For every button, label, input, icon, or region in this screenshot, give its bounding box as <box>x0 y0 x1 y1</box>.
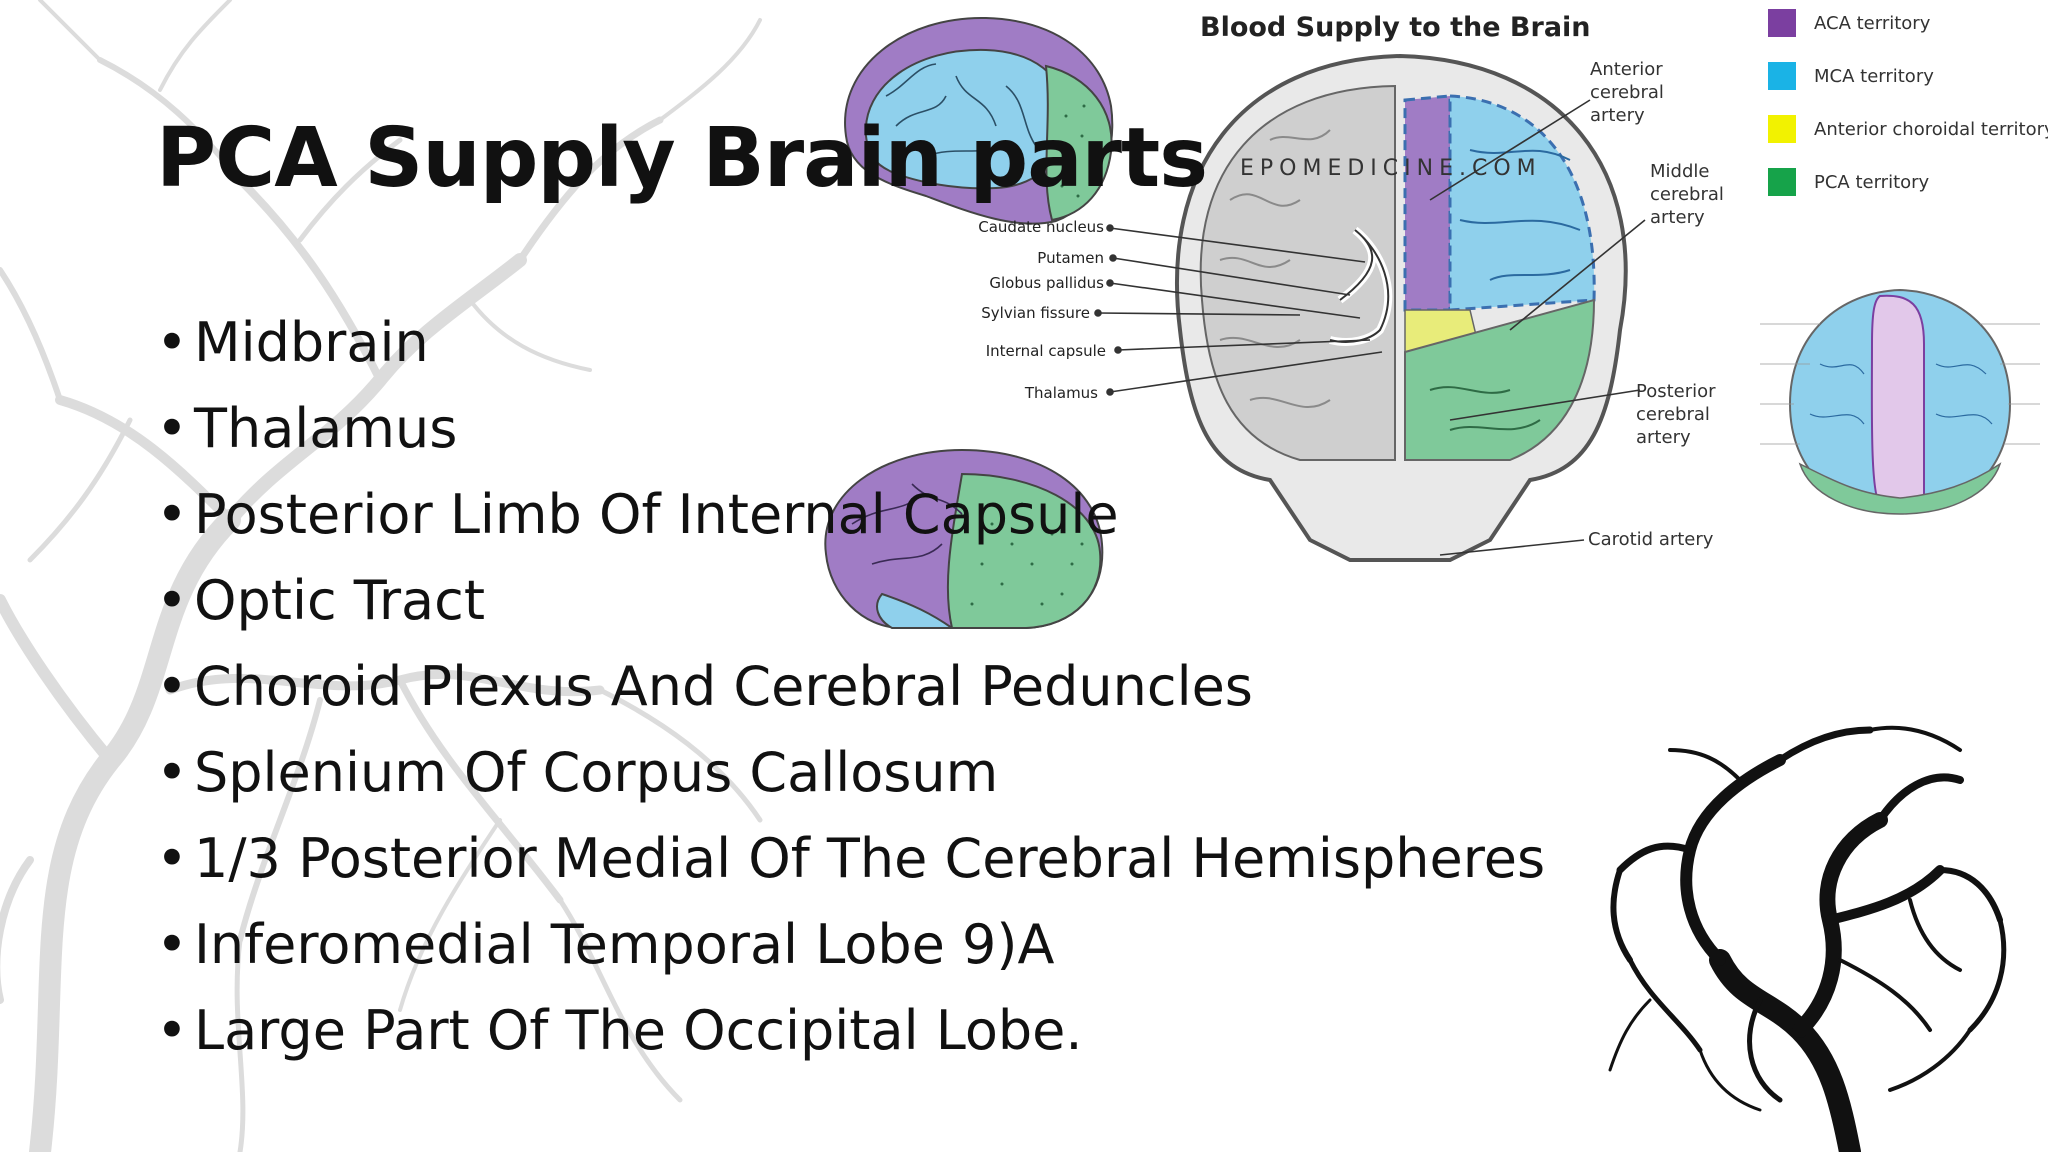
bullet-text: Midbrain <box>194 311 429 374</box>
label-globus-pallidus: Globus pallidus <box>989 274 1104 292</box>
bullet-glyph: • <box>156 483 188 546</box>
head-silhouette-icon <box>1608 725 2007 1152</box>
legend-swatch-mca <box>1768 62 1796 90</box>
label-sylvian-fissure: Sylvian fissure <box>981 304 1090 322</box>
label-anterior-cerebral-artery: Anterior cerebral artery <box>1590 59 1664 126</box>
medial-brain-view <box>824 448 1104 629</box>
bullet-glyph: • <box>156 827 188 890</box>
bullet-text: Thalamus <box>194 397 458 460</box>
bullet-item: •Optic Tract <box>156 558 1545 644</box>
legend-swatch-pca <box>1768 168 1796 196</box>
label-caudate-nucleus: Caudate nucleus <box>978 218 1104 236</box>
legend-label-pca: PCA territory <box>1814 171 1930 193</box>
coronal-section-diagram <box>1094 53 1646 562</box>
bullet-text: Optic Tract <box>194 569 486 632</box>
bullet-glyph: • <box>156 397 188 460</box>
legend-item-anterior-choroidal: Anterior choroidal territory <box>1768 115 2048 143</box>
bullet-glyph: • <box>156 569 188 632</box>
lateral-brain-view <box>844 16 1114 225</box>
bullet-list: •Midbrain •Thalamus •Posterior Limb Of I… <box>156 300 1545 1074</box>
bullet-item: •Choroid Plexus And Cerebral Peduncles <box>156 644 1545 730</box>
legend-item-pca: PCA territory <box>1768 168 2048 196</box>
bullet-text: Large Part Of The Occipital Lobe. <box>194 999 1083 1062</box>
bullet-item: •Splenium Of Corpus Callosum <box>156 730 1545 816</box>
axial-brain-view <box>1760 288 2040 515</box>
label-putamen: Putamen <box>1037 249 1104 267</box>
legend-label-mca: MCA territory <box>1814 65 1934 87</box>
bullet-item: •Thalamus <box>156 386 1545 472</box>
bullet-glyph: • <box>156 655 188 718</box>
bullet-item: •Midbrain <box>156 300 1545 386</box>
watermark-text: EPOMEDICINE.COM <box>1240 156 1542 181</box>
label-internal-capsule: Internal capsule <box>985 342 1106 360</box>
legend-item-mca: MCA territory <box>1768 62 2048 90</box>
bullet-item: •Posterior Limb Of Internal Capsule <box>156 472 1545 558</box>
legend-swatch-aca <box>1768 9 1796 37</box>
label-middle-cerebral-artery: Middle cerebral artery <box>1650 161 1724 228</box>
bullet-glyph: • <box>156 913 188 976</box>
bullet-glyph: • <box>156 999 188 1062</box>
bullet-text: Posterior Limb Of Internal Capsule <box>194 483 1119 546</box>
territory-legend: ACA territory MCA territory Anterior cho… <box>1768 9 2048 222</box>
bullet-item: •Large Part Of The Occipital Lobe. <box>156 988 1545 1074</box>
bullet-text: 1/3 Posterior Medial Of The Cerebral Hem… <box>194 827 1546 890</box>
bullet-item: •Inferomedial Temporal Lobe 9)A <box>156 902 1545 988</box>
label-thalamus: Thalamus <box>1024 384 1098 402</box>
legend-label-anterior-choroidal: Anterior choroidal territory <box>1814 118 2048 140</box>
bullet-text: Inferomedial Temporal Lobe 9)A <box>194 913 1055 976</box>
bullet-glyph: • <box>156 741 188 804</box>
bullet-glyph: • <box>156 311 188 374</box>
bullet-text: Choroid Plexus And Cerebral Peduncles <box>194 655 1253 718</box>
diagram-title: Blood Supply to the Brain <box>1200 12 1591 43</box>
legend-item-aca: ACA territory <box>1768 9 2048 37</box>
legend-swatch-anterior-choroidal <box>1768 115 1796 143</box>
label-posterior-cerebral-artery: Posterior cerebral artery <box>1636 381 1716 448</box>
bullet-text: Splenium Of Corpus Callosum <box>194 741 999 804</box>
slide-title: PCA Supply Brain parts <box>156 111 1208 206</box>
label-carotid-artery: Carotid artery <box>1588 529 1714 550</box>
legend-label-aca: ACA territory <box>1814 12 1931 34</box>
bullet-item: •1/3 Posterior Medial Of The Cerebral He… <box>156 816 1545 902</box>
